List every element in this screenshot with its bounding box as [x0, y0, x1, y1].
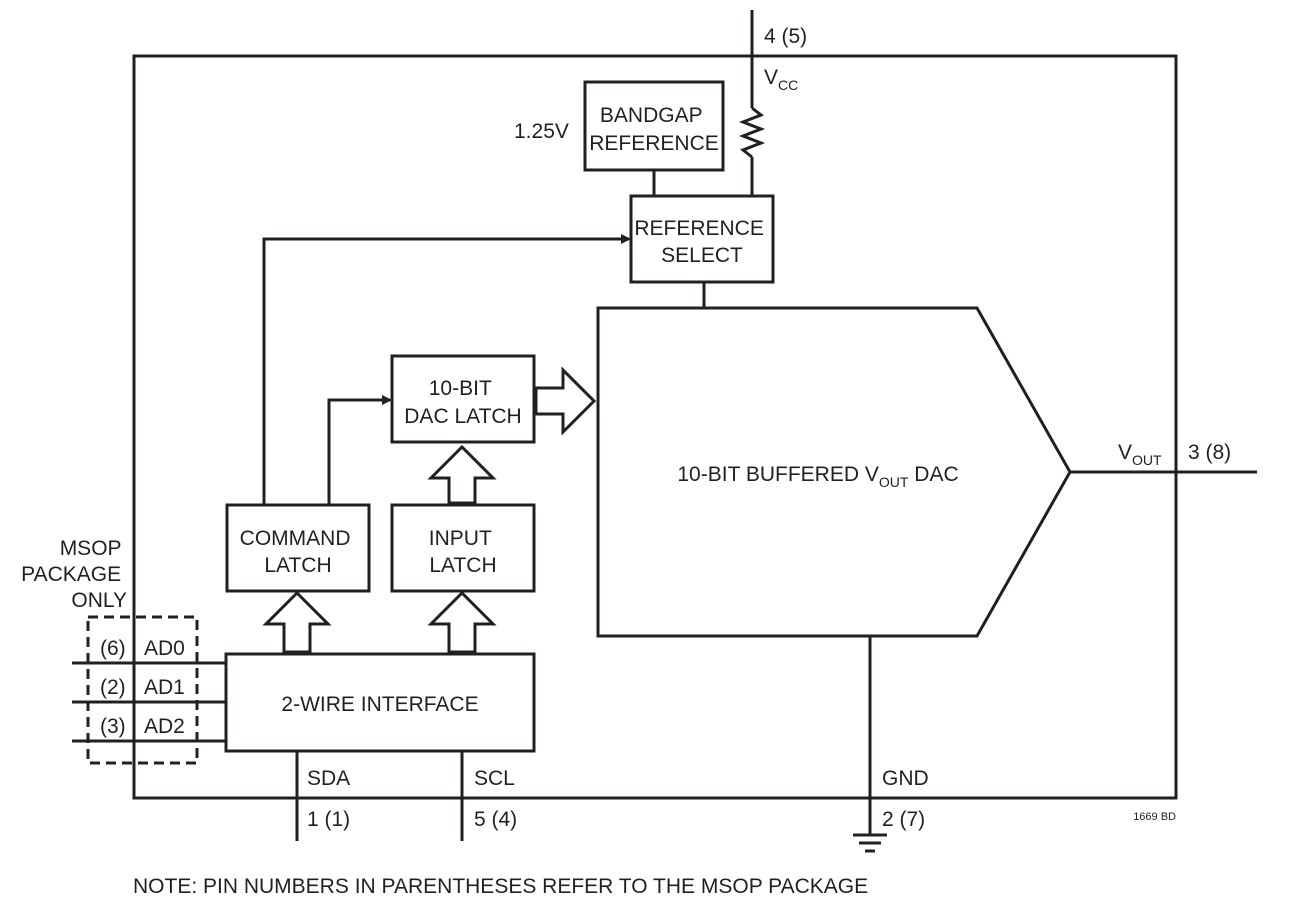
chip-outline — [132, 54, 1178, 800]
gnd-pin-number: 2 (7) — [882, 808, 925, 831]
vout-pin-number: 3 (8) — [1188, 441, 1231, 464]
ad1-pin-number: (2) — [100, 676, 126, 699]
input-latch-block — [390, 503, 536, 593]
input-latch-label: INPUT LATCH — [429, 527, 497, 577]
vcc-pin-number: 4 (5) — [764, 25, 807, 48]
reference-select-block — [629, 194, 775, 284]
ad2-label: AD2 — [144, 715, 185, 738]
reference-select-label: REFERENCE SELECT — [634, 217, 769, 267]
bandgap-block-label: BANDGAP REFERENCE — [589, 104, 719, 155]
dac-block-label: 10-BIT BUFFERED VOUT DAC — [677, 463, 958, 490]
command-latch-label: COMMAND LATCH — [240, 527, 357, 577]
dac-latch-label: 10-BIT DAC LATCH — [404, 377, 521, 428]
scl-label: SCL — [474, 767, 515, 790]
ad0-label: AD0 — [144, 637, 185, 660]
bandgap-voltage-label: 1.25V — [514, 120, 569, 143]
vcc-resistor — [738, 106, 766, 159]
bus-arrow-interface-to-input-icon — [427, 590, 497, 654]
footnote: NOTE: PIN NUMBERS IN PARENTHESES REFER T… — [133, 875, 868, 898]
bandgap-reference-block — [583, 80, 725, 172]
dac-latch-block — [390, 354, 536, 444]
ad2-pin-number: (3) — [100, 715, 126, 738]
ad1-label: AD1 — [144, 676, 185, 699]
msop-only-dashed-box — [86, 615, 199, 765]
buffered-dac-block — [596, 306, 1072, 638]
bus-arrow-interface-to-command-icon — [262, 590, 332, 654]
ad0-pin-number: (6) — [100, 637, 126, 660]
vcc-label: VCC — [764, 66, 798, 93]
gnd-label: GND — [882, 767, 929, 790]
command-latch-block — [225, 503, 371, 593]
msop-note-label: MSOP PACKAGE ONLY — [21, 537, 127, 612]
two-wire-interface-label: 2-WIRE INTERFACE — [281, 693, 478, 716]
sda-label: SDA — [307, 767, 350, 790]
bus-arrow-input-to-daclatch-icon — [427, 444, 497, 505]
scl-pin-number: 5 (4) — [474, 808, 517, 831]
sda-pin-number: 1 (1) — [307, 808, 350, 831]
figure-id: 1669 BD — [1133, 811, 1176, 823]
bus-arrow-latch-to-dac-icon — [534, 366, 597, 436]
command-to-refselect-arrow — [262, 234, 631, 505]
command-to-daclatch-arrow — [327, 395, 392, 505]
two-wire-interface-block — [224, 652, 536, 753]
ground-symbol-icon — [853, 833, 887, 853]
vout-label: VOUT — [1118, 441, 1162, 468]
